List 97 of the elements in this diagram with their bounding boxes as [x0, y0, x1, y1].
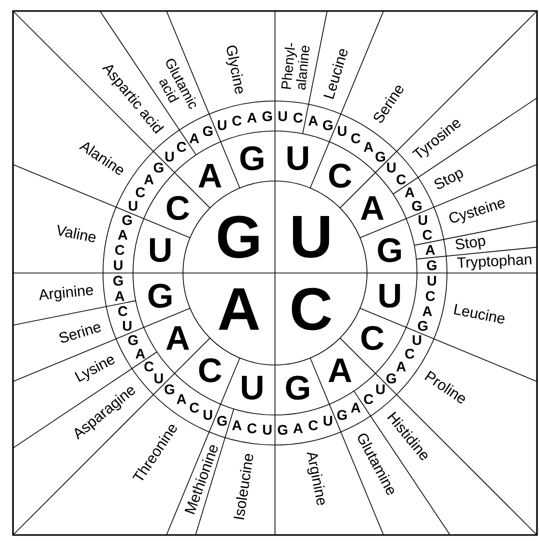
second-base-letter: C	[361, 326, 384, 350]
second-base-letter: G	[378, 238, 401, 262]
third-base-letter: G	[113, 276, 123, 286]
third-base-letter: A	[351, 402, 360, 412]
amino-acid-label: Leucine	[454, 304, 504, 324]
third-base-letter: U	[165, 152, 174, 162]
third-base-letter: U	[122, 321, 132, 331]
second-base-letter: A	[198, 164, 222, 188]
third-base-letter: A	[136, 348, 146, 359]
amino-acid-label: Stop	[434, 170, 464, 189]
third-base-letter: U	[278, 111, 287, 122]
amino-acid-label: Isoleucine	[234, 454, 254, 520]
third-base-letter: U	[428, 276, 436, 286]
third-base-letter: U	[324, 416, 332, 426]
amino-acid-label: Serine	[59, 324, 101, 343]
amino-acid-label: Arginine	[39, 286, 94, 302]
second-base-letter: G	[286, 376, 309, 400]
third-base-letter: U	[387, 162, 396, 172]
amino-acid-label: Cysteine	[449, 200, 505, 224]
third-base-letter: U	[376, 384, 385, 394]
third-base-letter: G	[164, 384, 174, 394]
third-base-letter: A	[115, 291, 124, 301]
third-base-letter: A	[293, 423, 303, 434]
third-base-letter: C	[422, 230, 432, 240]
third-base-letter: A	[190, 134, 199, 144]
third-base-letter: G	[203, 126, 212, 136]
third-base-letter: U	[218, 120, 226, 130]
third-base-letter: U	[154, 374, 163, 384]
third-base-letter: C	[115, 245, 124, 255]
third-base-letter: A	[308, 116, 318, 126]
third-base-letter: A	[118, 230, 128, 240]
second-base-letter: A	[166, 326, 190, 350]
third-base-letter: A	[426, 245, 435, 255]
third-base-letter: A	[396, 362, 406, 372]
first-base-letter: G	[218, 216, 259, 258]
third-base-letter: A	[176, 394, 186, 404]
amino-acid-label: Leucine	[324, 49, 348, 100]
third-base-letter: G	[376, 152, 385, 162]
third-base-letter: G	[426, 260, 436, 270]
third-base-letter: G	[386, 373, 396, 384]
third-base-letter: A	[247, 112, 257, 122]
amino-acid-label: Arginine	[306, 452, 325, 506]
third-base-letter: G	[278, 424, 288, 435]
second-base-letter: U	[242, 376, 262, 400]
second-base-letter: U	[288, 146, 308, 170]
third-base-letter: U	[338, 126, 346, 136]
third-base-letter: U	[204, 410, 212, 420]
third-base-letter: A	[144, 174, 154, 184]
third-base-letter: C	[396, 174, 406, 184]
third-base-letter: C	[294, 112, 303, 123]
third-base-letter: G	[217, 416, 227, 426]
third-base-letter: G	[128, 335, 138, 346]
second-base-letter: U	[150, 238, 170, 262]
amino-acid-label: Stop	[456, 238, 486, 250]
third-base-letter: C	[405, 348, 414, 359]
third-base-letter: U	[418, 215, 428, 225]
amino-acid-label: Valine	[58, 224, 96, 242]
second-base-letter: C	[199, 358, 222, 382]
amino-acid-label: Glycine	[226, 46, 243, 94]
third-base-letter: U	[128, 200, 138, 211]
third-base-letter: C	[247, 423, 257, 434]
third-base-letter: G	[122, 215, 132, 226]
second-base-letter: A	[360, 196, 384, 220]
second-base-letter: G	[240, 146, 264, 170]
third-base-letter: A	[232, 420, 242, 430]
third-base-letter: C	[364, 394, 374, 404]
second-base-letter: A	[328, 358, 352, 382]
third-base-letter: U	[114, 260, 122, 270]
first-base-letter: A	[218, 288, 260, 330]
third-base-letter: G	[262, 111, 272, 122]
second-base-letter: G	[148, 284, 172, 308]
first-base-letter: C	[292, 288, 332, 330]
third-base-letter: C	[351, 133, 360, 144]
third-base-letter: G	[412, 200, 422, 211]
second-base-letter: C	[329, 164, 352, 188]
third-base-letter: A	[422, 306, 432, 316]
third-base-letter: G	[337, 410, 347, 420]
third-base-letter: G	[418, 320, 428, 331]
third-base-letter: C	[426, 291, 435, 301]
third-base-letter: C	[232, 116, 242, 126]
third-base-letter: U	[263, 424, 272, 435]
third-base-letter: C	[136, 187, 145, 198]
third-base-letter: C	[118, 306, 128, 316]
second-base-letter: U	[380, 284, 400, 308]
third-base-letter: C	[177, 142, 186, 152]
third-base-letter: C	[308, 420, 318, 430]
third-base-letter: G	[154, 162, 164, 173]
second-base-letter: C	[166, 196, 190, 220]
third-base-letter: A	[364, 142, 374, 152]
first-base-letter: U	[293, 216, 330, 258]
third-base-letter: U	[412, 335, 422, 346]
amino-acid-label: Phenyl- alanine	[281, 43, 310, 90]
third-base-letter: C	[144, 362, 154, 372]
third-base-letter: A	[404, 187, 414, 198]
third-base-letter: C	[190, 402, 199, 413]
third-base-letter: G	[323, 120, 332, 130]
amino-acid-label: Tryptophan	[457, 254, 532, 270]
